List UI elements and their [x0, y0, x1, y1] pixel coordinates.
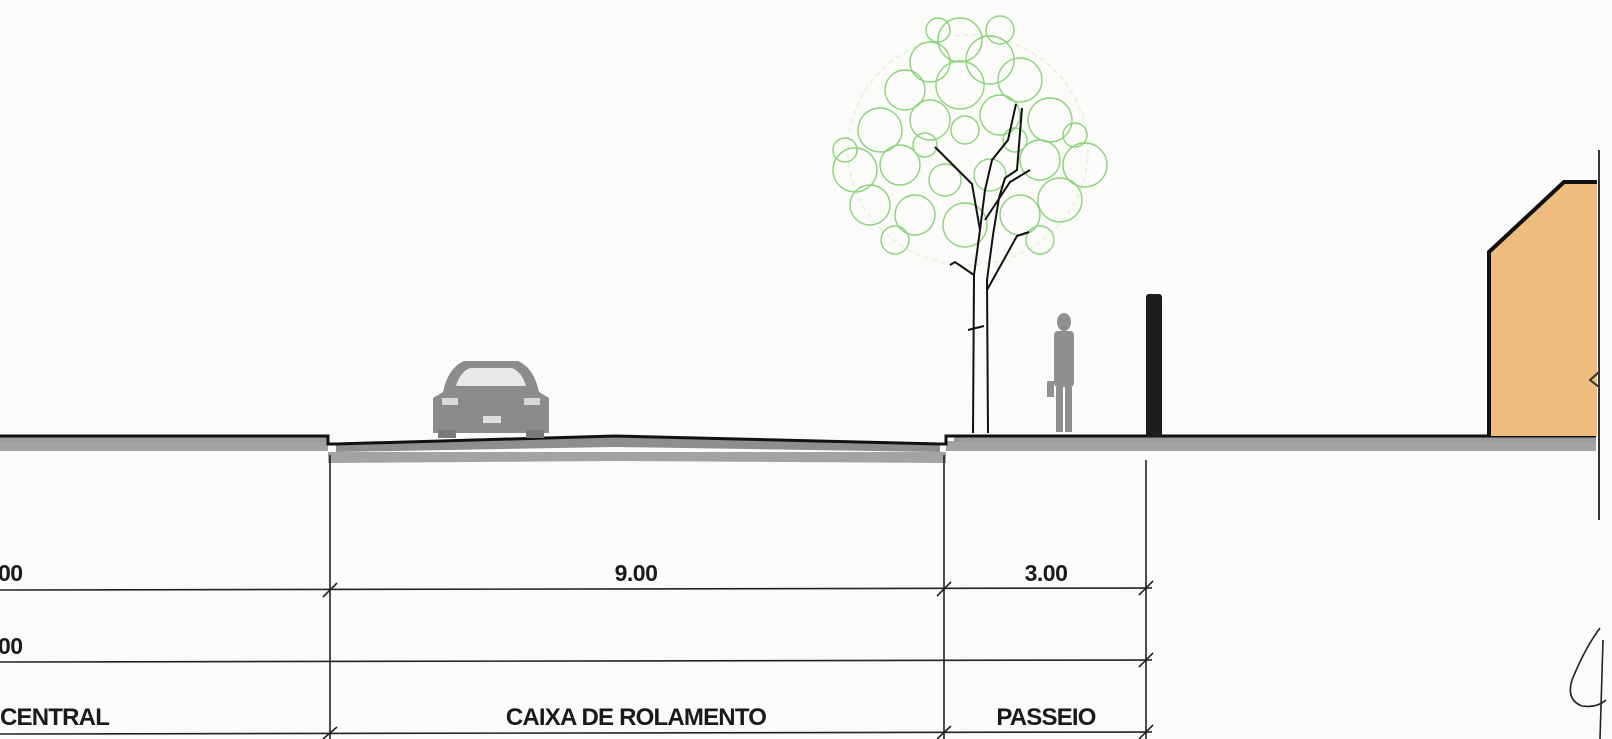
- tree-canopy: [832, 15, 1108, 266]
- dim-left-partial-row1: 00: [0, 560, 23, 586]
- dim-caixa-value: 9.00: [615, 560, 658, 586]
- zone-label-caixa: CAIXA DE ROLAMENTO: [506, 704, 766, 731]
- zone-label-passeio: PASSEIO: [996, 704, 1095, 731]
- profile-line: [0, 434, 1596, 446]
- car-silhouette: [433, 361, 549, 438]
- road-surface: [336, 436, 940, 452]
- bollard: [1146, 294, 1162, 437]
- dim-left-partial-row2: 00: [0, 633, 23, 659]
- ground-profile: [0, 434, 1596, 463]
- dim-passeio-value: 3.00: [1025, 560, 1068, 586]
- signature-mark: [1569, 627, 1607, 739]
- tree: [832, 15, 1108, 434]
- ground-slab: [0, 441, 1596, 463]
- median-surface: [0, 436, 328, 442]
- pedestrian-silhouette: [1047, 313, 1074, 432]
- building: [1487, 150, 1600, 520]
- sidewalk-surface: [954, 436, 1596, 442]
- zone-label-central: CENTRAL: [0, 704, 109, 731]
- dimension-lines: [0, 455, 1154, 739]
- tree-trunk: [934, 103, 1031, 434]
